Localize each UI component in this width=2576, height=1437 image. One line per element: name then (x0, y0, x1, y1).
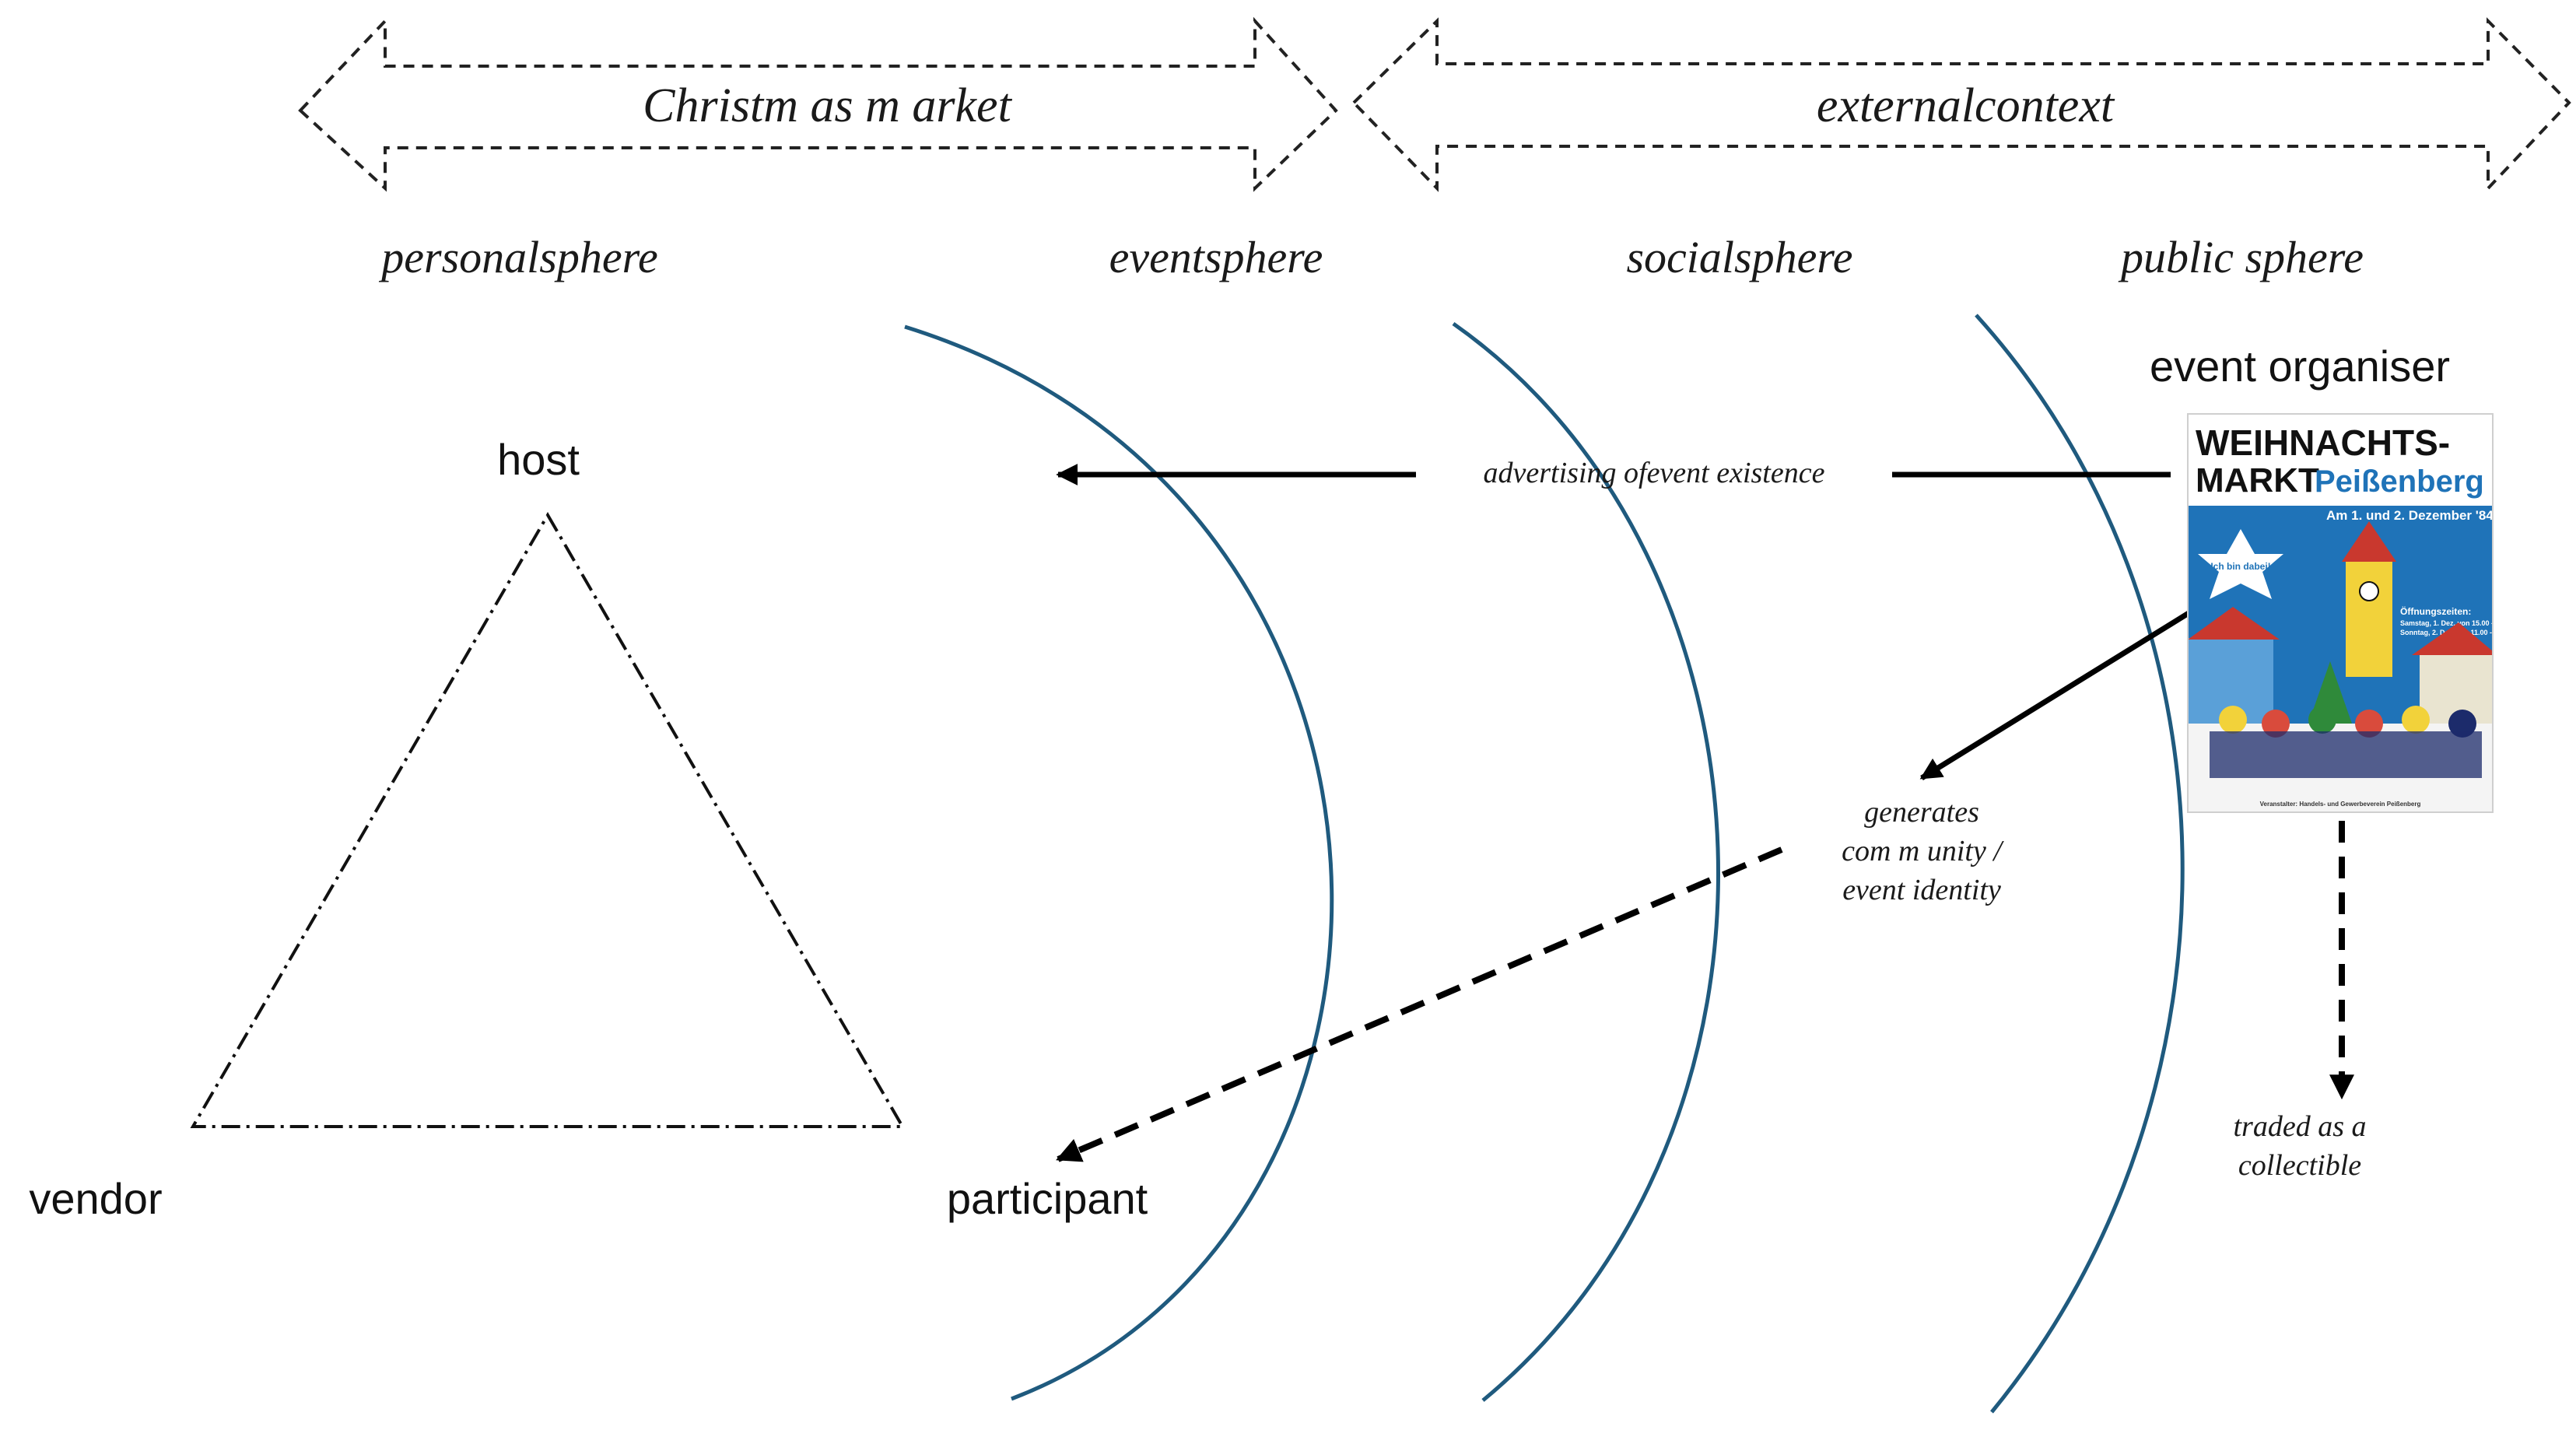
poster-figure-3 (2308, 706, 2336, 734)
weihnachtsmarkt-poster: WEIHNACHTS- MARKT Peißenberg Am 1. und 2… (2188, 414, 2528, 812)
generates-arrow-line (1919, 608, 2194, 780)
event-sphere-arc (904, 324, 1334, 1401)
participant-label: participant (947, 1174, 1148, 1223)
poster-house-left-roof (2188, 607, 2280, 640)
poster-figure-2 (2262, 710, 2290, 738)
vendor-label: vendor (29, 1174, 162, 1223)
public-sphere-arc (1975, 314, 2185, 1414)
event-sphere-label: eventsphere (1109, 232, 1323, 282)
host-label: host (497, 435, 580, 484)
poster-border (2187, 413, 2494, 813)
generates-label-line2: com m unity / (1842, 835, 2004, 867)
public-sphere-label: public sphere (2118, 232, 2364, 282)
poster-hours-1: Öffnungszeiten: (2400, 605, 2471, 617)
poster-star-text: Ich bin dabei! (2210, 561, 2270, 572)
personal-sphere-label: personalsphere (378, 232, 657, 282)
poster-house-right-roof (2412, 622, 2493, 655)
poster-hours-2: Samstag, 1. Dez. von 15.00 - 20.00 Uhr (2400, 619, 2528, 627)
poster-figure-5 (2402, 706, 2430, 734)
poster-church-tower (2346, 560, 2392, 677)
traded-label-line2: collectible (2238, 1149, 2361, 1182)
advertising-label: advertising ofevent existence (1484, 457, 1825, 489)
christmas-market-label: Christm as m arket (643, 79, 1012, 132)
poster-subtitle: Am 1. und 2. Dezember '84 (2326, 508, 2494, 523)
community-to-participant-arrow (1056, 846, 1783, 1162)
external-context-banner-arrow (1351, 17, 2571, 193)
poster-figure-4 (2355, 710, 2383, 738)
poster-title-line1: WEIHNACHTS- (2196, 422, 2450, 463)
poster-title-line2a: MARKT (2196, 461, 2319, 499)
event-organiser-label: event organiser (2150, 342, 2450, 391)
generates-label-line3: event identity (1842, 874, 2001, 906)
actor-triangle (190, 512, 906, 1128)
poster-star-icon (2198, 529, 2283, 599)
christmas-market-banner-arrow (298, 16, 1338, 192)
social-sphere-label: socialsphere (1626, 232, 1852, 282)
social-sphere-arc (1452, 321, 1720, 1402)
poster-church-roof (2342, 521, 2396, 562)
traded-label-line1: traded as a (2234, 1110, 2367, 1143)
poster-title-line2b: Peißenberg (2315, 464, 2484, 499)
poster-title-band (2188, 414, 2493, 506)
external-context-label: externalcontext (1817, 79, 2115, 132)
poster-church-clock (2359, 581, 2379, 601)
poster-crowd-bodies (2210, 731, 2482, 778)
poster-footer: Veranstalter: Handels- und Gewerbeverein… (2260, 801, 2421, 808)
generates-label-line1: generates (1864, 796, 1979, 829)
poster-figure-6 (2448, 710, 2476, 738)
poster-figure-1 (2219, 706, 2247, 734)
